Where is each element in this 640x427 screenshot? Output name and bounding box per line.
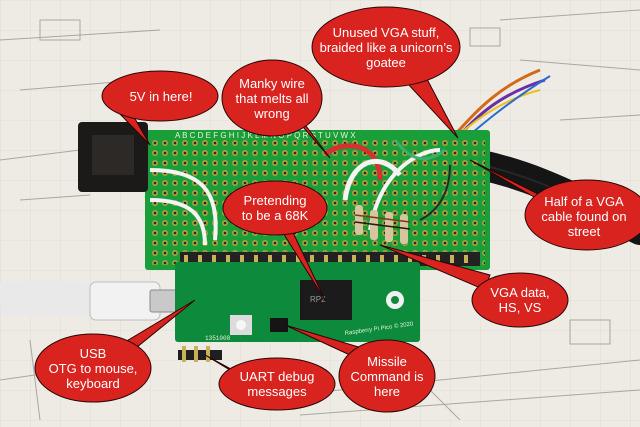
usb-cable <box>0 280 101 317</box>
red-wire <box>323 143 383 181</box>
rp2040-chip <box>300 280 352 320</box>
uart-pins <box>178 346 222 362</box>
resistors <box>354 205 411 244</box>
power-wire <box>149 168 218 241</box>
raspberry-logo-icon <box>386 291 404 309</box>
board-code: 1351008 <box>205 335 231 342</box>
chip-marking: RP2 <box>310 295 326 304</box>
callout-bubbles <box>34 6 640 413</box>
flash-chip <box>270 318 288 332</box>
